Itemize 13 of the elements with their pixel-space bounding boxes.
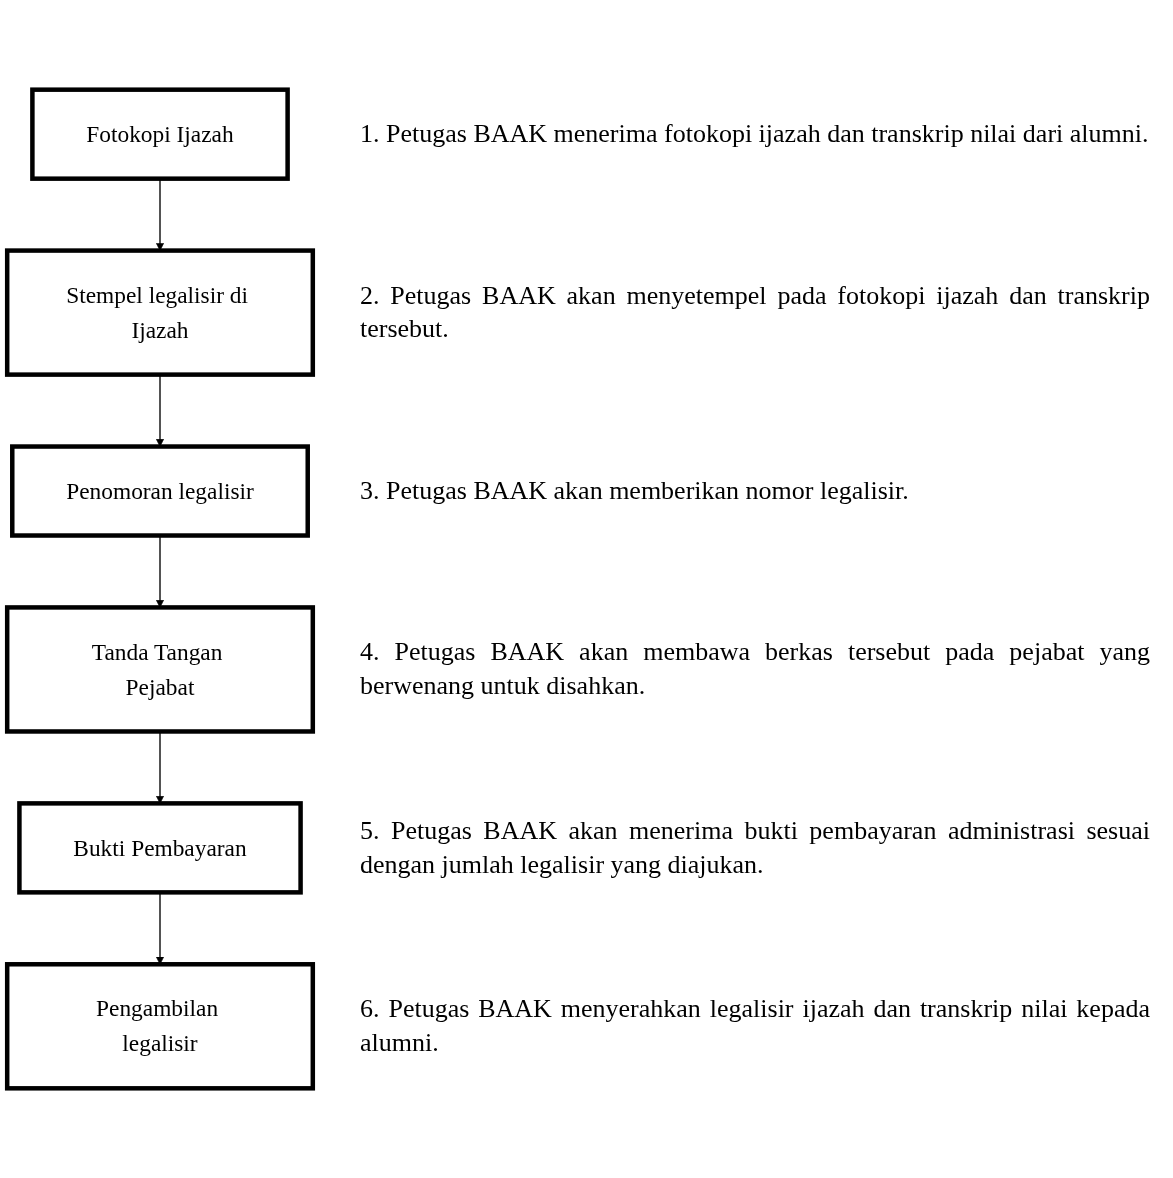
node-box xyxy=(4,962,316,1091)
step-description: 1. Petugas BAAK menerima fotokopi ijazah dan transkrip nilai dari alumni. xyxy=(360,118,1150,151)
step-description: 6. Petugas BAAK menyerahkan legalisir ijazah dan transkrip nilai kepada alumni. xyxy=(360,993,1150,1060)
flowchart: Fotokopi Ijazah Stempel legalisir di Ijazah Penomoran legalisir Tanda Tangan Pejabat Bukti Pembayaran Pengambilan legalisir xyxy=(0,4,320,1174)
node-box xyxy=(4,248,316,377)
node-box xyxy=(30,87,290,181)
node-box xyxy=(10,444,310,538)
step-description: 2. Petugas BAAK akan menyetempel pada fotokopi ijazah dan transkrip tersebut. xyxy=(360,279,1150,346)
step-description: 3. Petugas BAAK akan memberikan nomor legalisir. xyxy=(360,475,910,507)
node-box xyxy=(4,605,316,734)
step-description: 5. Petugas BAAK akan menerima bukti pembayaran administrasi sesuai dengan jumlah legalisir yang diajukan. xyxy=(360,814,1150,881)
node-box xyxy=(17,801,303,895)
step-description: 4. Petugas BAAK akan membawa berkas tersebut pada pejabat yang berwenang untuk disahkan. xyxy=(360,636,1150,703)
